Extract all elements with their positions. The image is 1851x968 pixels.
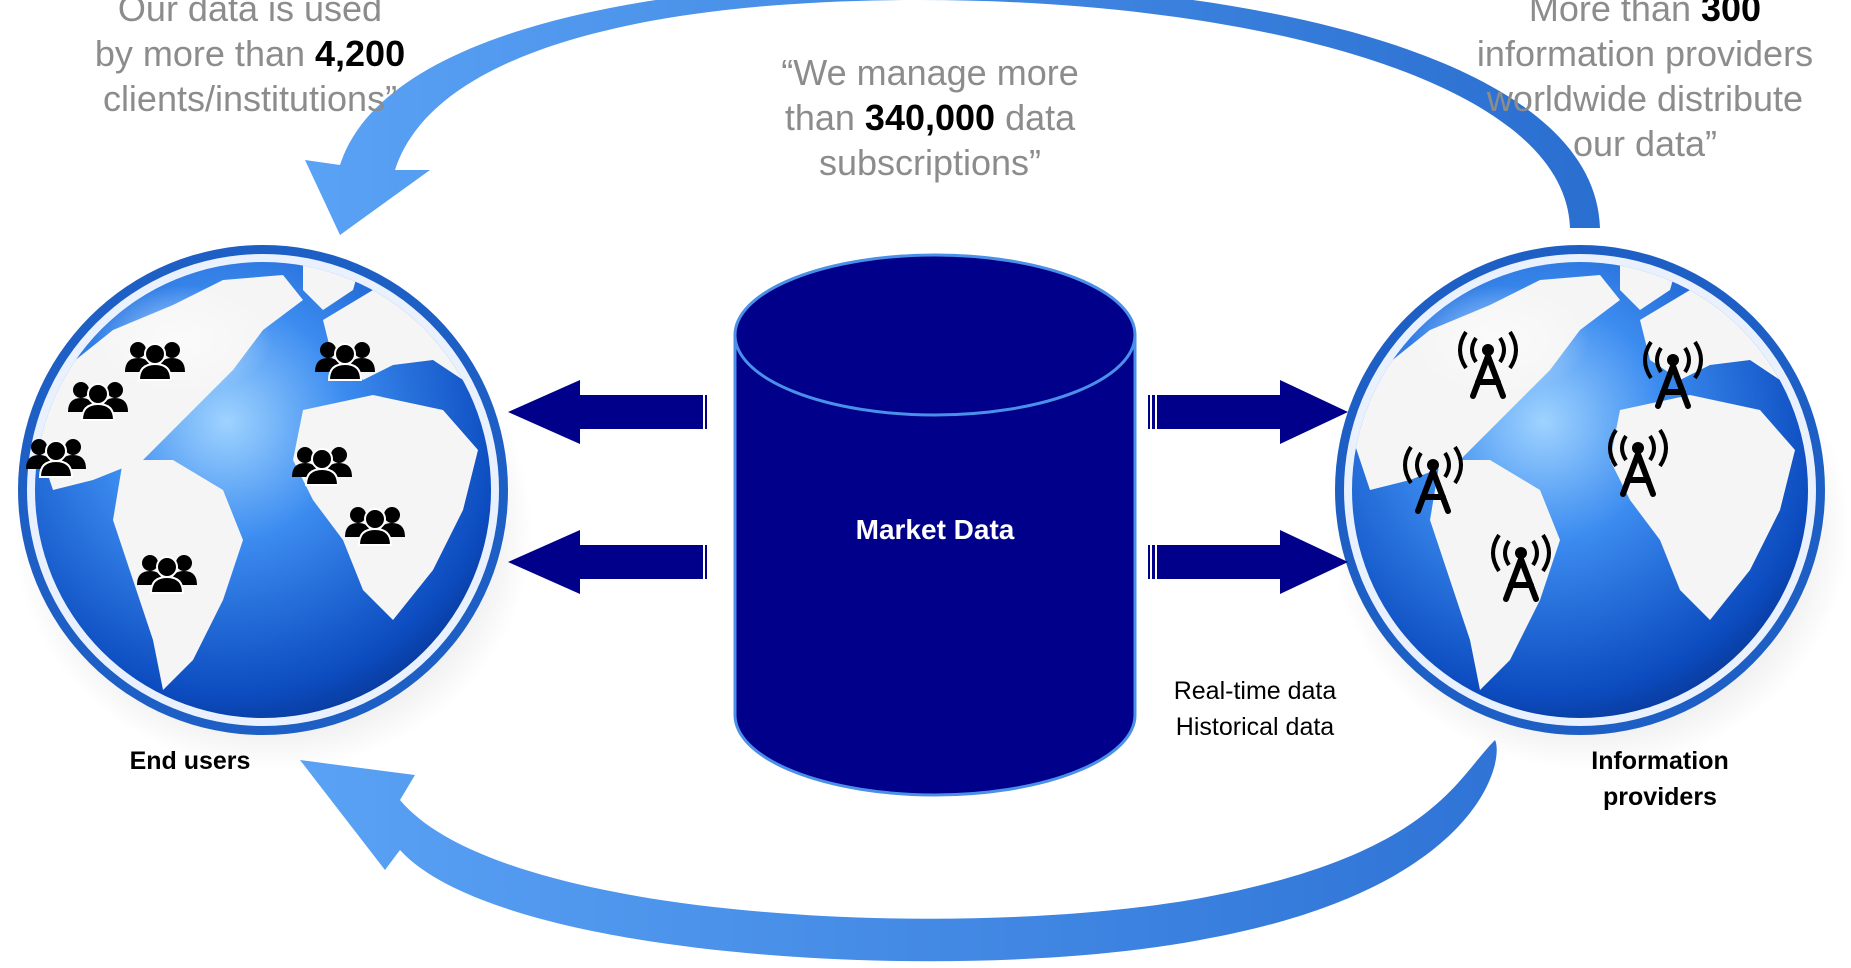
broadcast-antenna-icon xyxy=(1458,330,1518,399)
information-providers-globe xyxy=(1330,245,1850,770)
data-type-realtime: Real-time data xyxy=(1173,677,1337,705)
broadcast-antenna-icon xyxy=(1403,445,1463,514)
clients-quote-line3: clients/institutions” xyxy=(102,78,398,119)
providers-count: 300 xyxy=(1701,0,1762,29)
subscriptions-quote-line3: subscriptions” xyxy=(818,142,1042,183)
people-group-icon xyxy=(345,507,405,546)
subscriptions-quote-lead: than xyxy=(784,97,865,138)
subscriptions-count: 340,000 xyxy=(864,97,996,138)
bottom-cycle-arrow xyxy=(300,740,1497,962)
clients-count: 4,200 xyxy=(315,33,406,74)
providers-quote-line2: information providers xyxy=(1476,33,1814,74)
data-type-historical: Historical data xyxy=(1175,713,1335,741)
providers-quote-line1: More than 300 xyxy=(1455,0,1835,31)
people-group-icon xyxy=(315,342,375,381)
providers-label-line2: providers xyxy=(1603,783,1717,811)
subscriptions-quote-tail: data xyxy=(995,97,1076,138)
people-group-icon xyxy=(292,447,352,486)
clients-quote: Our data is used by more than 4,200 clie… xyxy=(70,0,430,121)
flow-arrow-to-users-2 xyxy=(508,530,707,594)
subscriptions-quote-line1: “We manage more xyxy=(781,52,1079,93)
providers-quote-line3: worldwide distribute xyxy=(1486,78,1804,119)
data-types-list: Real-time data Historical data xyxy=(1145,673,1365,745)
broadcast-antenna-icon xyxy=(1643,340,1703,409)
market-data-database xyxy=(733,253,1137,797)
providers-quote: More than 300 information providers worl… xyxy=(1455,0,1835,166)
broadcast-antenna-icon xyxy=(1608,428,1668,497)
people-group-icon xyxy=(26,439,86,478)
providers-quote-lead: More than xyxy=(1528,0,1701,29)
providers-quote-line4: our data” xyxy=(1572,123,1718,164)
broadcast-antenna-icon xyxy=(1491,533,1551,602)
clients-quote-lead: by more than xyxy=(94,33,316,74)
flow-arrow-from-providers-1 xyxy=(1148,380,1348,444)
providers-label-line1: Information xyxy=(1591,747,1729,775)
end-users-globe xyxy=(13,245,533,770)
database-label: Market Data xyxy=(855,514,1015,545)
subscriptions-quote: “We manage more than 340,000 data subscr… xyxy=(740,50,1120,185)
flow-arrow-from-providers-2 xyxy=(1148,530,1348,594)
people-group-icon xyxy=(137,555,197,594)
end-users-label: End users xyxy=(129,747,251,775)
clients-quote-line1: Our data is used xyxy=(117,0,383,29)
people-group-icon xyxy=(125,342,185,381)
flow-arrow-to-users-1 xyxy=(508,380,707,444)
subscriptions-quote-line2: than 340,000 data xyxy=(740,95,1120,140)
clients-quote-line2: by more than 4,200 xyxy=(70,31,430,76)
providers-label: Information providers xyxy=(1560,743,1760,815)
people-group-icon xyxy=(68,382,128,421)
